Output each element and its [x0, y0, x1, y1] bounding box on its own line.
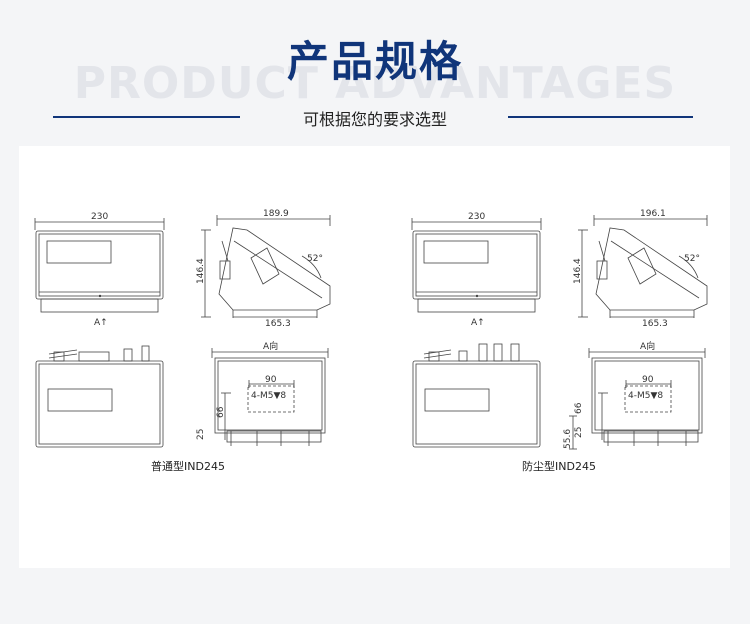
right-hole-spacing: 90 [642, 375, 654, 385]
background-word: PRODUCT ADVANTAGES [73, 58, 677, 109]
right-divider [508, 116, 693, 118]
left-bottom-dim: 25 [196, 429, 206, 440]
right-side-angle: 52° [684, 254, 700, 264]
left-side-angle: 52° [307, 254, 323, 264]
left-side-view [201, 215, 331, 318]
right-extra-dim: 55.6 [563, 429, 573, 449]
drawing-panel: 230 A↑ 189.9 165.3 146.4 52° A向 90 4-M5▼… [19, 146, 730, 568]
page-subtitle: 可根据您的要求选型 [302, 110, 447, 129]
left-view-label: A向 [263, 340, 278, 352]
right-front-arrow: A↑ [471, 318, 485, 328]
right-side-bottom-dim: 165.3 [642, 319, 668, 329]
left-a-view [211, 348, 329, 446]
left-front-view [34, 218, 165, 313]
right-bottom-dim: 25 [574, 427, 584, 438]
right-hole-spec: 4-M5▼8 [628, 391, 663, 401]
right-front-view [411, 218, 542, 313]
left-side-bottom-dim: 165.3 [265, 319, 291, 329]
right-side-top-dim: 196.1 [640, 209, 666, 219]
right-front-connectors-view [412, 343, 541, 448]
left-vert-dim: 66 [216, 406, 226, 418]
right-vert-dim: 66 [574, 402, 584, 414]
page-title: 产品规格 [286, 37, 463, 86]
left-divider [53, 116, 240, 118]
right-side-view [578, 215, 708, 318]
technical-drawings: 230 A↑ 189.9 165.3 146.4 52° A向 90 4-M5▼… [34, 209, 708, 473]
left-front-arrow: A↑ [94, 318, 108, 328]
left-side-top-dim: 189.9 [263, 209, 289, 219]
right-view-label: A向 [640, 340, 655, 352]
right-a-view [569, 348, 706, 450]
left-hole-spec: 4-M5▼8 [251, 391, 286, 401]
right-side-height-dim: 146.4 [573, 258, 583, 284]
left-front-connectors-view [35, 345, 164, 448]
right-caption: 防尘型IND245 [522, 459, 596, 473]
right-front-width: 230 [468, 212, 485, 222]
left-side-height-dim: 146.4 [196, 258, 206, 284]
left-caption: 普通型IND245 [151, 459, 225, 473]
left-front-width: 230 [91, 212, 108, 222]
left-hole-spacing: 90 [265, 375, 277, 385]
